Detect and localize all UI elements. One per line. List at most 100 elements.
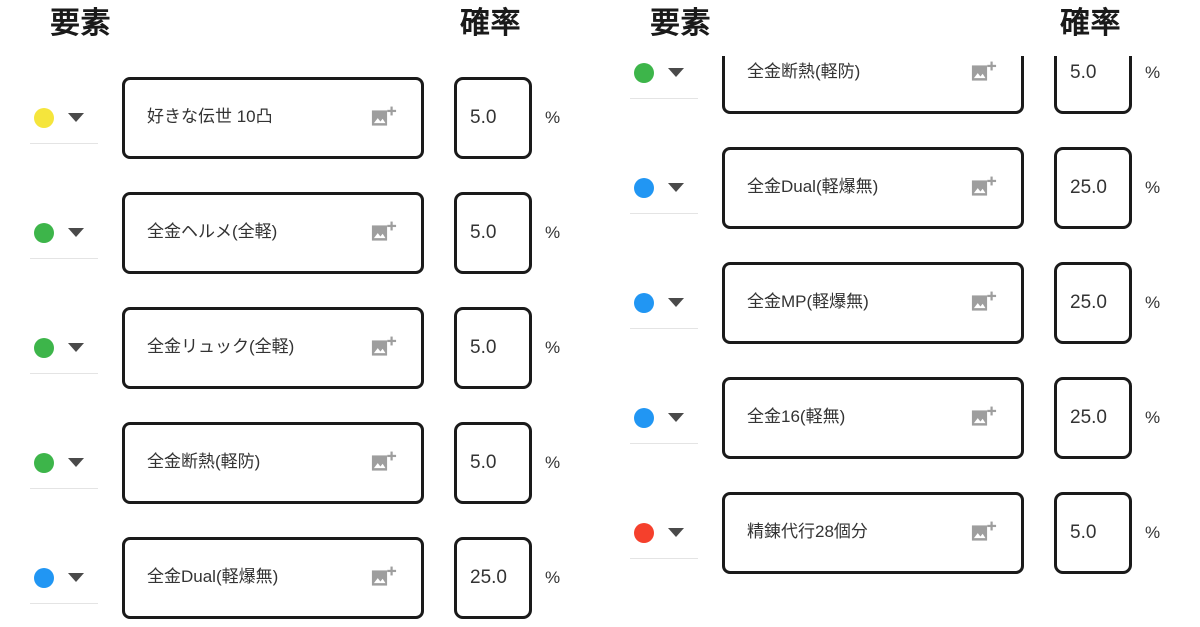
color-dot-blue[interactable] — [34, 567, 54, 588]
add-image-icon[interactable] — [969, 289, 997, 317]
color-dot-blue[interactable] — [634, 177, 654, 198]
column-header-probability: 確率 — [460, 7, 521, 40]
chevron-down-icon[interactable] — [668, 298, 684, 307]
color-select[interactable] — [622, 388, 722, 448]
element-row: 全金ヘルメ(全軽)5.0% — [0, 175, 600, 290]
chevron-down-icon[interactable] — [68, 343, 84, 352]
probability-value: 25.0 — [1070, 176, 1107, 198]
element-row: 全金Dual(軽爆無) 25.0% — [600, 130, 1200, 245]
color-select[interactable] — [622, 503, 722, 563]
color-dot-blue[interactable] — [634, 292, 654, 313]
probability-field[interactable]: 5.0 — [1054, 491, 1132, 574]
probability-value: 5.0 — [470, 221, 497, 243]
chevron-down-icon[interactable] — [668, 68, 684, 77]
probability-value: 25.0 — [470, 566, 507, 588]
probability-value: 5.0 — [1070, 61, 1097, 83]
probability-field[interactable]: 5.0 — [454, 76, 532, 159]
percent-label: % — [545, 337, 561, 357]
column-header-element: 要素 — [50, 7, 111, 40]
color-dot-green[interactable] — [34, 337, 54, 358]
element-name-field[interactable]: 全金MP(軽爆無) — [722, 261, 1024, 344]
color-select[interactable] — [22, 548, 122, 608]
color-dot-yellow[interactable] — [34, 107, 54, 128]
add-image-icon[interactable] — [369, 334, 397, 362]
element-name-value: 全金16(軽無) — [747, 407, 846, 427]
element-name-field[interactable]: 全金断熱(軽防) — [122, 421, 424, 504]
element-row: 好きな伝世 10凸 5.0% — [0, 60, 600, 175]
add-image-icon[interactable] — [969, 404, 997, 432]
add-image-icon[interactable] — [369, 449, 397, 477]
percent-label: % — [545, 107, 561, 127]
probability-value: 5.0 — [470, 451, 497, 473]
color-dot-green[interactable] — [634, 62, 654, 83]
percent-label: % — [1145, 522, 1161, 542]
chevron-down-icon[interactable] — [68, 458, 84, 467]
color-dot-red[interactable] — [634, 522, 654, 543]
element-name-value: 全金ヘルメ(全軽) — [147, 222, 278, 242]
element-name-value: 全金断熱(軽防) — [747, 62, 861, 82]
color-select[interactable] — [622, 158, 722, 218]
percent-label: % — [1145, 62, 1161, 82]
element-name-value: 精錬代行28個分 — [747, 522, 868, 542]
color-select[interactable] — [622, 43, 722, 103]
probability-field[interactable]: 25.0 — [454, 536, 532, 619]
probability-value: 5.0 — [470, 106, 497, 128]
percent-label: % — [1145, 177, 1161, 197]
add-image-icon[interactable] — [969, 519, 997, 547]
select-underline — [30, 487, 98, 489]
add-image-icon[interactable] — [369, 219, 397, 247]
add-image-icon[interactable] — [969, 174, 997, 202]
element-name-field[interactable]: 全金Dual(軽爆無) — [722, 146, 1024, 229]
color-select[interactable] — [22, 318, 122, 378]
element-row: 精錬代行28個分 5.0% — [600, 475, 1200, 590]
color-select[interactable] — [22, 433, 122, 493]
element-name-field[interactable]: 好きな伝世 10凸 — [122, 76, 424, 159]
element-name-field[interactable]: 全金リュック(全軽) — [122, 306, 424, 389]
add-image-icon[interactable] — [369, 104, 397, 132]
color-dot-green[interactable] — [34, 452, 54, 473]
element-name-value: 全金Dual(軽爆無) — [147, 567, 279, 587]
element-row: 全金リュック(全軽) 5.0% — [0, 290, 600, 405]
color-dot-blue[interactable] — [634, 407, 654, 428]
element-name-value: 全金MP(軽爆無) — [747, 292, 869, 312]
chevron-down-icon[interactable] — [68, 113, 84, 122]
element-name-field[interactable]: 全金Dual(軽爆無) — [122, 536, 424, 619]
element-name-value: 全金Dual(軽爆無) — [747, 177, 879, 197]
chevron-down-icon[interactable] — [668, 183, 684, 192]
panel-right-rows: 全金断熱(軽防) 5.0% 全金Dual(軽爆無) 25.0% 全金MP(軽爆無) 25.… — [600, 15, 1200, 590]
color-dot-green[interactable] — [34, 222, 54, 243]
element-name-value: 好きな伝世 10凸 — [147, 107, 273, 127]
add-image-icon[interactable] — [969, 59, 997, 87]
select-underline — [30, 602, 98, 604]
probability-field[interactable]: 25.0 — [1054, 376, 1132, 459]
chevron-down-icon[interactable] — [668, 528, 684, 537]
element-name-value: 全金断熱(軽防) — [147, 452, 261, 472]
color-select[interactable] — [22, 203, 122, 263]
color-select[interactable] — [22, 88, 122, 148]
probability-value: 25.0 — [1070, 406, 1107, 428]
element-name-field[interactable]: 全金断熱(軽防) — [722, 31, 1024, 114]
probability-field[interactable]: 25.0 — [1054, 146, 1132, 229]
probability-field[interactable]: 5.0 — [454, 421, 532, 504]
select-underline — [630, 327, 698, 329]
chevron-down-icon[interactable] — [668, 413, 684, 422]
chevron-down-icon[interactable] — [68, 573, 84, 582]
percent-label: % — [545, 567, 561, 587]
element-name-field[interactable]: 全金16(軽無) — [722, 376, 1024, 459]
panel-right: 要素 確率 全金断熱(軽防)5.0%全金Dual(軽爆無)25.0%全金MP(軽… — [600, 0, 1200, 627]
element-row: 全金Dual(軽爆無) 25.0% — [0, 520, 600, 627]
probability-field[interactable]: 5.0 — [1054, 31, 1132, 114]
probability-field[interactable]: 25.0 — [1054, 261, 1132, 344]
probability-field[interactable]: 5.0 — [454, 191, 532, 274]
add-image-icon[interactable] — [369, 564, 397, 592]
element-row: 全金断熱(軽防)5.0% — [0, 405, 600, 520]
element-name-field[interactable]: 全金ヘルメ(全軽) — [122, 191, 424, 274]
chevron-down-icon[interactable] — [68, 228, 84, 237]
select-underline — [630, 442, 698, 444]
element-name-field[interactable]: 精錬代行28個分 — [722, 491, 1024, 574]
probability-value: 5.0 — [1070, 521, 1097, 543]
probability-field[interactable]: 5.0 — [454, 306, 532, 389]
color-select[interactable] — [622, 273, 722, 333]
